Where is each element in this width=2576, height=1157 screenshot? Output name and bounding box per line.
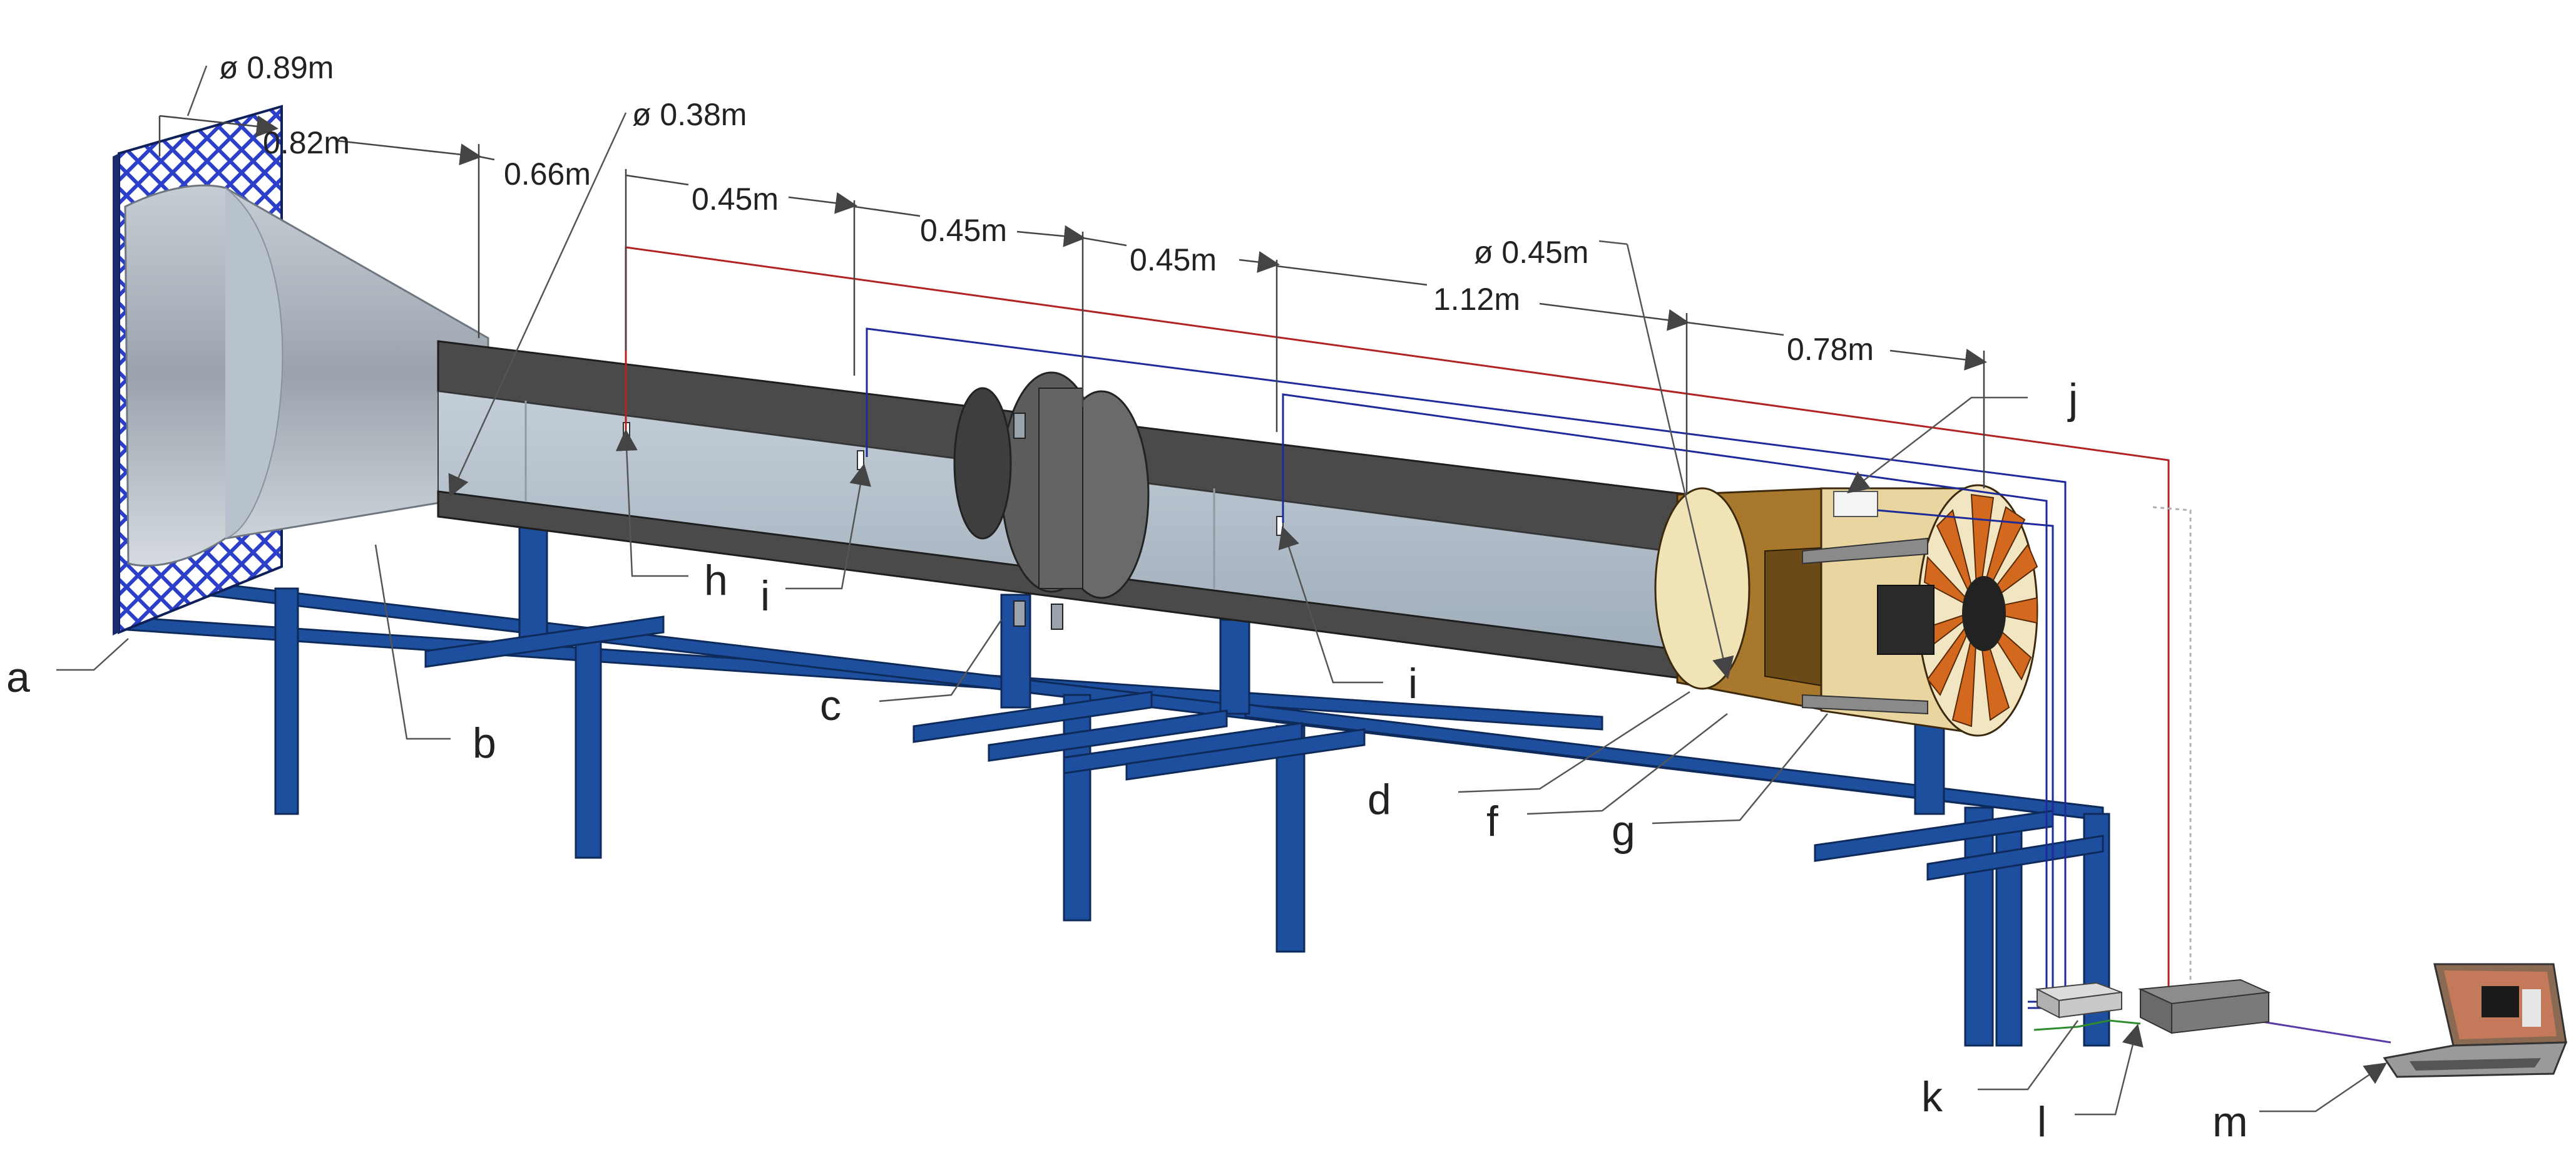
probe-i1 xyxy=(857,450,864,470)
dim-inlet-diameter: ø 0.89m xyxy=(219,50,334,85)
frame-leg xyxy=(575,631,602,859)
label-f: f xyxy=(1486,798,1498,845)
frame-cross xyxy=(424,615,665,668)
daq-box-icon xyxy=(2035,979,2271,1034)
frame-leg xyxy=(1964,806,1994,1047)
frame-leg xyxy=(1275,725,1306,953)
laptop-icon xyxy=(2383,963,2568,1078)
dim-fan-length: 0.78m xyxy=(1787,332,1874,367)
dim-diffuser-diameter: ø 0.45m xyxy=(1474,235,1588,270)
label-c: c xyxy=(820,682,841,729)
frame-leg xyxy=(1063,694,1091,922)
frame-leg xyxy=(274,587,299,815)
sensor-box-j xyxy=(1833,491,1878,517)
flange-coupling xyxy=(953,371,1150,630)
label-i-second: i xyxy=(1408,660,1418,707)
dim-inlet-length: 0.82m xyxy=(263,125,350,160)
frame-cross xyxy=(988,709,1228,762)
dimension-lines xyxy=(158,65,1987,679)
label-d: d xyxy=(1367,776,1391,823)
label-h: h xyxy=(704,557,728,604)
frame-post xyxy=(1914,719,1945,815)
dim-seg3: 0.45m xyxy=(1130,242,1217,277)
contraction-section xyxy=(124,184,489,567)
frame-cross xyxy=(1125,728,1366,781)
label-g: g xyxy=(1612,807,1635,855)
frame-post xyxy=(518,518,548,646)
label-a: a xyxy=(6,654,30,701)
dim-test-diameter: ø 0.38m xyxy=(632,97,747,132)
frame-cross xyxy=(912,691,1153,743)
callout-labels: a b c d f g h i i j k l m xyxy=(6,375,2248,1146)
dim-seg2: 0.45m xyxy=(920,213,1007,248)
frame-post xyxy=(1219,619,1250,715)
dim-seg1: 0.45m xyxy=(692,182,779,217)
fan-assembly xyxy=(1654,484,2038,737)
label-j: j xyxy=(2067,375,2078,423)
dim-contraction-length: 0.66m xyxy=(504,157,591,192)
dim-diffuser-length: 1.12m xyxy=(1433,282,1520,317)
dimension-labels: ø 0.89m 0.82m 0.66m ø 0.38m 0.45m 0.45m … xyxy=(219,50,1874,367)
label-i-first: i xyxy=(760,572,770,620)
label-m: m xyxy=(2212,1098,2248,1146)
frame-cross xyxy=(1926,835,2104,881)
label-b: b xyxy=(473,719,496,767)
fan-icon xyxy=(1917,484,2038,737)
label-l: l xyxy=(2037,1098,2047,1146)
callout-leaders xyxy=(56,396,2388,1116)
support-frame xyxy=(118,518,2110,1047)
label-k: k xyxy=(1921,1073,1943,1121)
